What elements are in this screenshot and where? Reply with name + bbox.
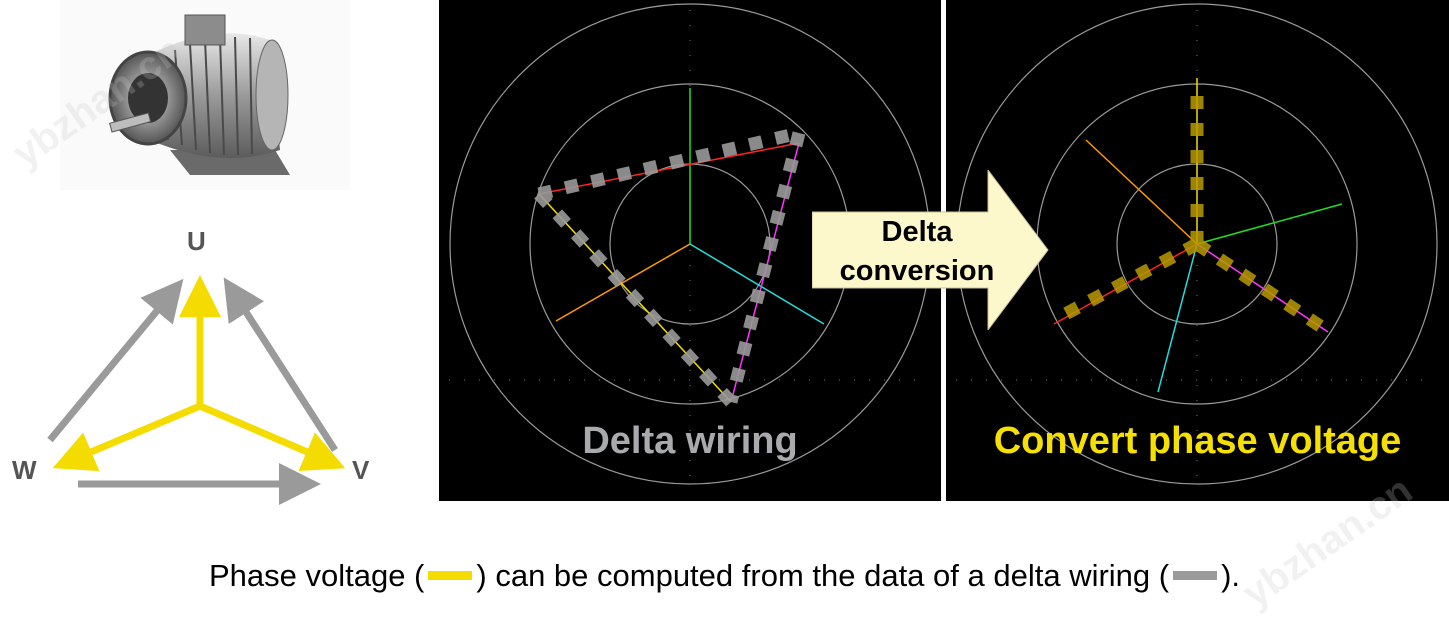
vector-cyan bbox=[1157, 243, 1198, 393]
phase-voltage-legend-swatch bbox=[428, 571, 473, 581]
delta-conversion-label: Delta conversion bbox=[812, 213, 1022, 291]
delta-arrow-v-to-u bbox=[223, 277, 338, 452]
phase-arrow-v bbox=[198, 402, 346, 472]
footer-note: Phase voltage ( ) can be computed from th… bbox=[0, 558, 1449, 594]
footer-text-part3: ). bbox=[1221, 558, 1241, 593]
phase-arrow-w bbox=[52, 402, 202, 472]
vector-red bbox=[538, 142, 800, 195]
delta-arrow-w-to-u bbox=[47, 278, 184, 443]
delta-overlay-top bbox=[537, 126, 801, 201]
node-label-v: V bbox=[352, 455, 370, 485]
node-label-u: U bbox=[187, 226, 206, 256]
electric-motor-image bbox=[60, 0, 350, 190]
vector-orange bbox=[555, 243, 691, 322]
vector-cyan bbox=[689, 243, 825, 325]
delta-conversion-arrow bbox=[811, 168, 1050, 332]
footer-text-part2: ) can be computed from the data of a del… bbox=[476, 558, 1170, 593]
caption-convert-phase-voltage: Convert phase voltage bbox=[993, 420, 1402, 462]
footer-text-part1: Phase voltage ( bbox=[208, 558, 425, 593]
caption-delta-wiring: Delta wiring bbox=[582, 420, 798, 462]
node-label-w: W bbox=[12, 455, 37, 485]
vector-magenta bbox=[1196, 243, 1329, 333]
vector-orange bbox=[1085, 139, 1198, 245]
delta-conversion-line1: Delta bbox=[881, 216, 953, 248]
delta-conversion-line2: conversion bbox=[839, 255, 995, 287]
delta-overlay-right bbox=[724, 131, 806, 404]
vector-green bbox=[1196, 203, 1343, 245]
phasor-triangle-diagram bbox=[0, 200, 420, 520]
delta-overlay-left bbox=[534, 189, 736, 407]
delta-wiring-legend-swatch bbox=[1173, 571, 1218, 581]
